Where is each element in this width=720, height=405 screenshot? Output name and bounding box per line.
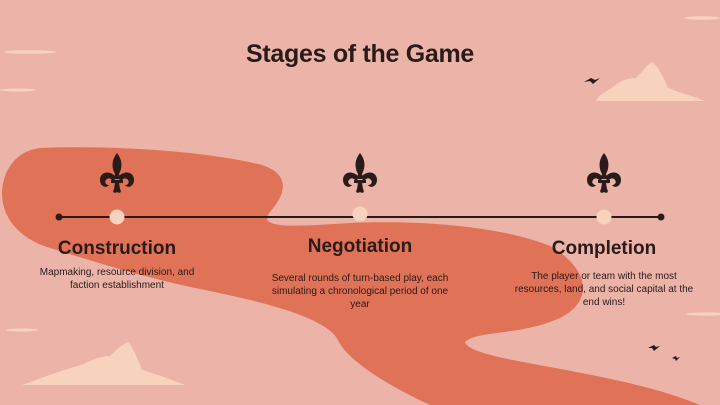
stage-negotiation: Negotiation Several rounds of turn-based… xyxy=(270,236,450,311)
bird-icons xyxy=(584,78,680,361)
stage-construction: Construction Mapmaking, resource divisio… xyxy=(27,238,207,292)
stage-title: Construction xyxy=(57,238,177,259)
timeline-endpoint-right xyxy=(657,213,665,221)
fleur-de-lis-icon xyxy=(343,153,377,193)
stage-description: The player or team with the most resourc… xyxy=(514,271,694,308)
timeline-endpoint-left xyxy=(55,213,63,221)
cloud-bottom-left xyxy=(22,342,185,385)
stage-description: Several rounds of turn-based play, each … xyxy=(271,273,449,310)
fleur-de-lis-icon xyxy=(587,153,621,193)
timeline-node-construction xyxy=(109,209,125,225)
river-shape xyxy=(2,147,700,405)
timeline-node-negotiation xyxy=(352,206,368,222)
stage-description: Mapmaking, resource division, and factio… xyxy=(39,267,195,291)
cloud-top-right xyxy=(596,62,705,101)
timeline-node-completion xyxy=(596,209,612,225)
stage-title: Negotiation xyxy=(307,236,413,257)
sky-streaks xyxy=(0,16,720,332)
stage-completion: Completion The player or team with the m… xyxy=(514,238,694,309)
page-title: Stages of the Game xyxy=(246,40,474,68)
stage-title: Completion xyxy=(551,238,657,259)
